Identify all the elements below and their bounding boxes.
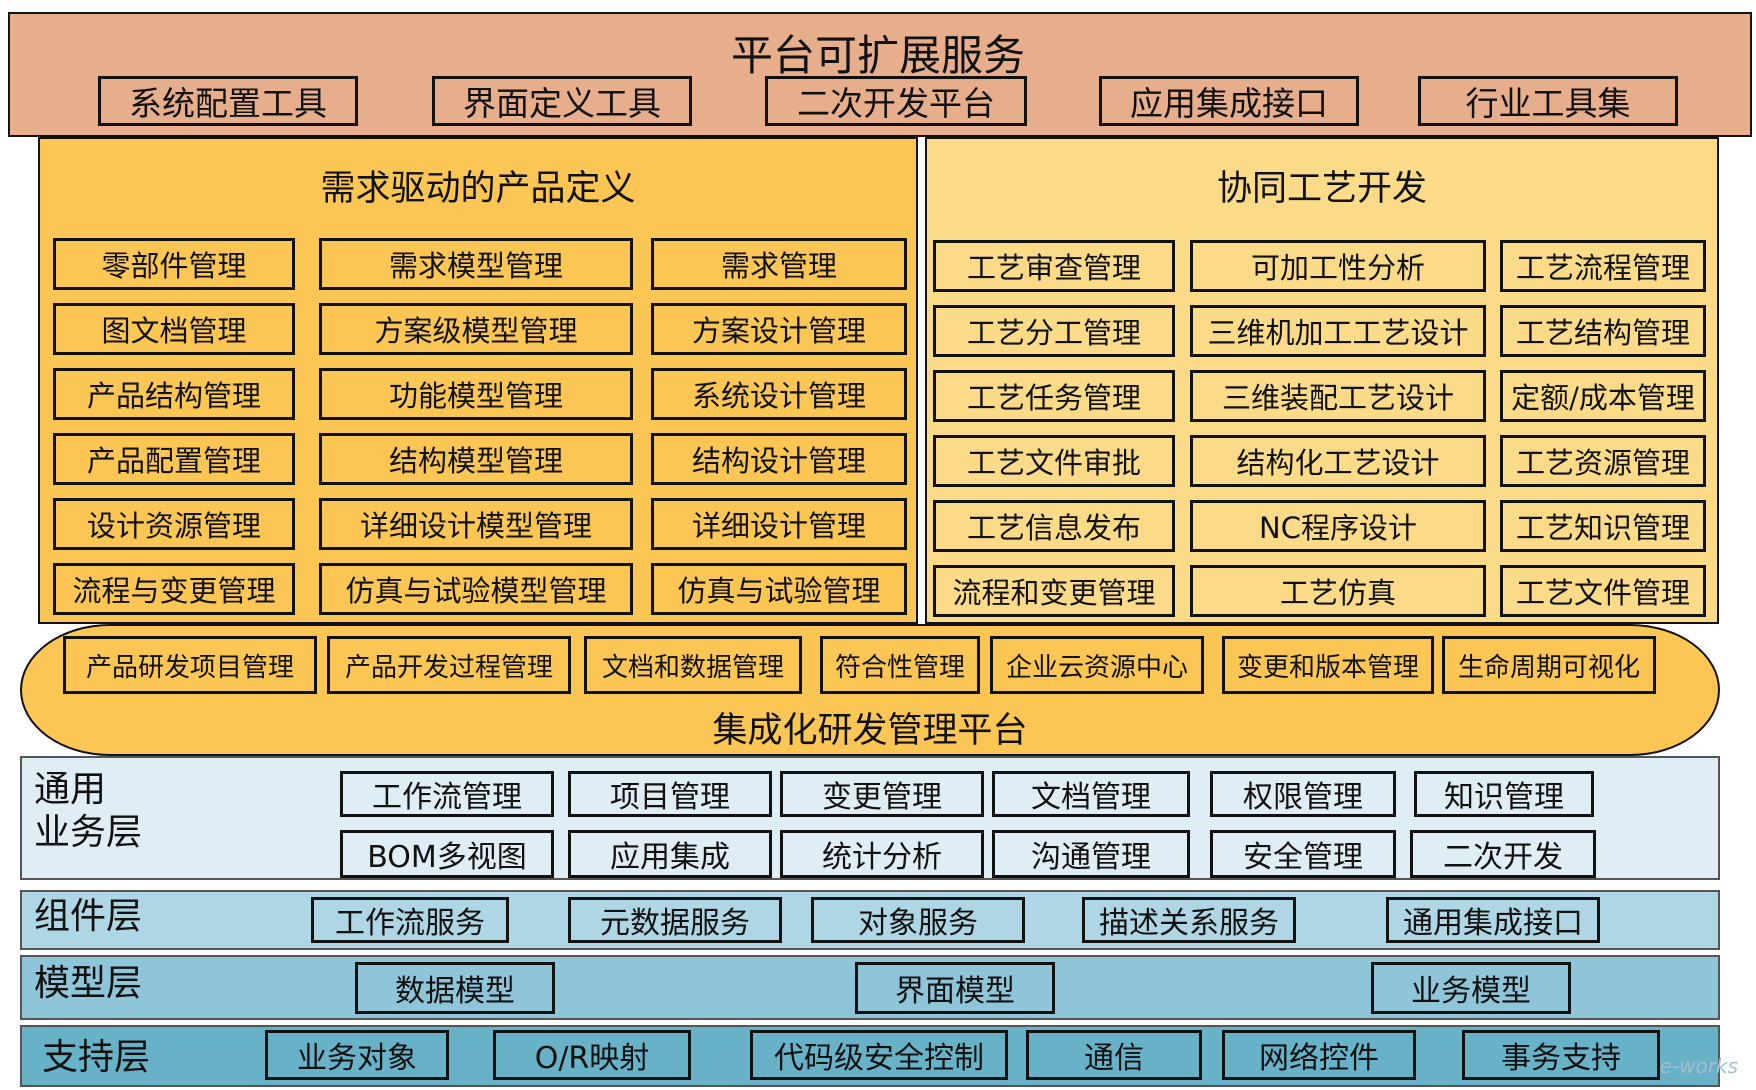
model-item: 界面模型 [855,962,1055,1014]
right-item: 工艺文件审批 [933,435,1175,487]
general-item: 统计分析 [780,830,984,878]
platform-item: 变更和版本管理 [1222,636,1434,694]
platform-item: 产品开发过程管理 [327,636,571,694]
general-item: 文档管理 [992,771,1190,817]
platform-item: 产品研发项目管理 [63,636,317,694]
right-item: 结构化工艺设计 [1190,435,1486,487]
right-item: 工艺任务管理 [933,370,1175,422]
left-item: 系统设计管理 [651,368,907,420]
right-item: 工艺审查管理 [933,240,1175,292]
general-layer-label-line1: 通用 [34,769,107,810]
platform-item: 企业云资源中心 [990,636,1204,694]
top-item: 界面定义工具 [432,76,692,126]
left-item: 功能模型管理 [319,368,633,420]
process-development-title: 协同工艺开发 [1216,169,1427,209]
model-item: 数据模型 [355,962,555,1014]
component-item: 工作流服务 [311,897,509,943]
support-item: 通信 [1026,1030,1202,1080]
model-layer-label: 模型层 [34,963,143,1004]
right-item: 三维机加工工艺设计 [1190,305,1486,357]
right-item: 三维装配工艺设计 [1190,370,1486,422]
left-item: 设计资源管理 [53,498,295,550]
general-item: 二次开发 [1410,830,1596,878]
component-item: 元数据服务 [568,897,782,943]
left-item: 方案级模型管理 [319,303,633,355]
left-item: 需求管理 [651,238,907,290]
right-item: 工艺流程管理 [1500,240,1706,292]
general-item: 沟通管理 [992,830,1190,878]
right-item: 工艺仿真 [1190,565,1486,617]
left-item: 结构设计管理 [651,433,907,485]
right-item: 流程和变更管理 [933,565,1175,617]
general-item: 安全管理 [1210,830,1396,878]
right-item: 工艺结构管理 [1500,305,1706,357]
component-item: 通用集成接口 [1386,897,1600,943]
left-item: 产品配置管理 [53,433,295,485]
left-item: 需求模型管理 [319,238,633,290]
general-item: 权限管理 [1210,771,1396,817]
top-item: 行业工具集 [1418,76,1678,126]
right-item: 工艺知识管理 [1500,500,1706,552]
extensible-services-title: 平台可扩展服务 [730,31,1025,80]
top-item: 二次开发平台 [765,76,1027,126]
support-item: 代码级安全控制 [750,1030,1008,1080]
left-item: 详细设计模型管理 [319,498,633,550]
support-item: O/R映射 [493,1030,691,1080]
left-item: 仿真与试验模型管理 [319,563,633,615]
general-item: BOM多视图 [340,830,554,878]
right-item: 可加工性分析 [1190,240,1486,292]
support-item: 业务对象 [265,1030,449,1080]
platform-item: 符合性管理 [820,636,980,694]
right-item: 工艺资源管理 [1500,435,1706,487]
watermark-logo: e-works [1659,1054,1738,1078]
left-item: 图文档管理 [53,303,295,355]
component-item: 对象服务 [811,897,1025,943]
right-item: 工艺分工管理 [933,305,1175,357]
top-item: 应用集成接口 [1099,76,1359,126]
support-item: 网络控件 [1222,1030,1416,1080]
left-item: 方案设计管理 [651,303,907,355]
component-layer-label: 组件层 [34,896,143,937]
general-item: 项目管理 [568,771,772,817]
model-item: 业务模型 [1371,962,1571,1014]
left-item: 零部件管理 [53,238,295,290]
general-item: 知识管理 [1414,771,1594,817]
left-item: 仿真与试验管理 [651,563,907,615]
top-item: 系统配置工具 [98,76,358,126]
left-item: 流程与变更管理 [53,563,295,615]
left-item: 产品结构管理 [53,368,295,420]
product-definition-title: 需求驱动的产品定义 [320,169,636,209]
general-layer-label: 通用 业务层 [34,768,142,854]
support-layer-label: 支持层 [42,1037,151,1078]
right-item: 定额/成本管理 [1500,370,1706,422]
right-item: 工艺文件管理 [1500,565,1706,617]
right-item: NC程序设计 [1190,500,1486,552]
component-item: 描述关系服务 [1082,897,1296,943]
platform-item: 文档和数据管理 [584,636,802,694]
general-layer-label-line2: 业务层 [34,812,143,854]
left-item: 详细设计管理 [651,498,907,550]
general-item: 变更管理 [780,771,984,817]
support-item: 事务支持 [1462,1030,1660,1080]
rd-platform-title: 集成化研发管理平台 [712,711,1028,751]
left-item: 结构模型管理 [319,433,633,485]
platform-item: 生命周期可视化 [1442,636,1656,694]
general-item: 应用集成 [568,830,772,878]
right-item: 工艺信息发布 [933,500,1175,552]
general-item: 工作流管理 [340,771,554,817]
